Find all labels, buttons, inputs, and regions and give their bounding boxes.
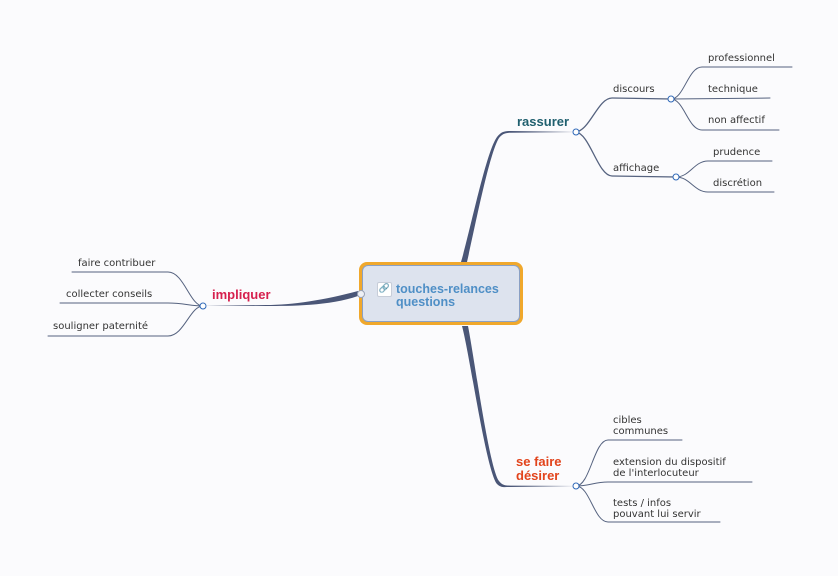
branch-rassurer[interactable]: rassurer <box>517 115 569 129</box>
leaf-extension-dispositif[interactable]: extension du dispositif de l'interlocute… <box>613 457 726 479</box>
rassurer-collapse-knob[interactable] <box>572 128 580 136</box>
node-discours-label: discours <box>613 84 655 95</box>
leaf-non-affectif[interactable]: non affectif <box>708 115 765 127</box>
desirer-collapse-knob[interactable] <box>572 482 580 490</box>
connector-tests <box>575 485 721 523</box>
connector-extension <box>575 481 753 487</box>
leaf-faire-contribuer-label: faire contribuer <box>78 258 156 269</box>
leaf-collecter-conseils[interactable]: collecter conseils <box>66 289 153 301</box>
leaf-souligner-paternite-label: souligner paternité <box>53 321 149 332</box>
branch-impliquer[interactable]: impliquer <box>212 288 271 302</box>
central-title-line-1: touches-relances <box>396 282 499 296</box>
leaf-technique-label: technique <box>708 84 758 95</box>
connector-impliquer <box>203 291 358 306</box>
branch-rassurer-label: rassurer <box>517 114 570 129</box>
central-topic-node[interactable]: 🔗 touches-relances questions <box>359 262 523 325</box>
connector-technique <box>670 97 771 100</box>
leaf-discretion-label: discrétion <box>713 178 763 189</box>
connector-professionnel <box>670 66 793 100</box>
leaf-non-affectif-label: non affectif <box>708 115 765 126</box>
connector-cibles <box>575 439 683 487</box>
leaf-cibles-communes-line-2: communes <box>613 425 669 437</box>
leaf-tests-infos-line-1: tests / infos <box>613 498 672 509</box>
central-collapse-knob[interactable] <box>357 290 365 298</box>
leaf-prudence[interactable]: prudence <box>713 147 761 159</box>
leaf-souligner-paternite[interactable]: souligner paternité <box>53 321 149 333</box>
leaf-faire-contribuer[interactable]: faire contribuer <box>78 258 156 270</box>
central-topic-title: touches-relances questions <box>396 283 518 309</box>
impliquer-collapse-knob[interactable] <box>199 302 207 310</box>
connector-affichage <box>575 131 677 178</box>
connector-prudence <box>675 160 773 178</box>
connector-souligner-paternite <box>47 305 204 337</box>
leaf-technique[interactable]: technique <box>708 84 758 96</box>
connector-discretion <box>675 176 775 193</box>
discours-collapse-knob[interactable] <box>667 95 675 103</box>
node-discours[interactable]: discours <box>613 84 655 96</box>
node-affichage-label: affichage <box>613 163 660 174</box>
leaf-extension-line-2: de l'interlocuteur <box>613 467 699 479</box>
connector-discours <box>575 97 672 133</box>
connector-collecter-conseils <box>59 302 204 307</box>
connector-faire-contribuer <box>71 271 204 307</box>
leaf-cibles-communes[interactable]: cibles communes <box>613 415 669 437</box>
node-affichage[interactable]: affichage <box>613 163 660 175</box>
leaf-collecter-conseils-label: collecter conseils <box>66 289 153 300</box>
leaf-cibles-communes-line-1: cibles <box>613 415 642 426</box>
central-topic-box: 🔗 touches-relances questions <box>362 265 520 322</box>
connector-rassurer <box>461 131 576 262</box>
branch-se-faire-desirer[interactable]: se faire désirer <box>516 455 562 483</box>
leaf-tests-infos-line-2: pouvant lui servir <box>613 508 701 520</box>
leaf-professionnel-label: professionnel <box>708 53 775 64</box>
branch-desirer-label-line-1: se faire <box>516 454 562 469</box>
connector-non-affectif <box>670 98 780 131</box>
leaf-tests-infos[interactable]: tests / infos pouvant lui servir <box>613 498 701 520</box>
link-icon[interactable]: 🔗 <box>377 282 392 297</box>
branch-impliquer-label: impliquer <box>212 287 271 302</box>
leaf-discretion[interactable]: discrétion <box>713 178 763 190</box>
leaf-professionnel[interactable]: professionnel <box>708 53 775 65</box>
leaf-prudence-label: prudence <box>713 147 761 158</box>
affichage-collapse-knob[interactable] <box>672 173 680 181</box>
central-title-line-2: questions <box>396 295 456 309</box>
branch-desirer-label-line-2: désirer <box>516 468 560 483</box>
leaf-extension-line-1: extension du dispositif <box>613 457 726 468</box>
